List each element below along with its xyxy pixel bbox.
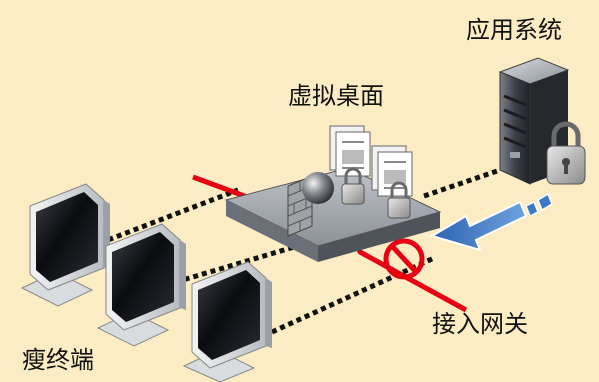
padlock-icon: [341, 167, 365, 205]
padlock-icon: [546, 121, 586, 185]
dotted-link-group: [99, 167, 501, 335]
virtual-desktop-label: 虚拟桌面: [288, 82, 384, 110]
monitor-icon: [20, 183, 110, 307]
dotted-link-terminal-3: [270, 255, 436, 335]
dotted-link-terminal-1: [99, 187, 239, 246]
dotted-link-server: [423, 167, 501, 199]
virtual-desktop-platform-icon: [224, 125, 442, 262]
thin-client-label: 瘦终端: [22, 346, 94, 374]
globe-icon: [302, 172, 334, 204]
application-system-label: 应用系统: [466, 16, 562, 44]
padlock-icon: [387, 181, 411, 219]
arrow-icon: [429, 192, 553, 252]
access-gateway-label: 接入网关: [432, 310, 528, 338]
document-stack-icon: [329, 125, 371, 177]
monitor-icon: [182, 261, 272, 382]
monitor-icon: [96, 223, 186, 347]
no-entry-icon: [383, 238, 425, 280]
dotted-link-terminal-2: [175, 215, 393, 285]
